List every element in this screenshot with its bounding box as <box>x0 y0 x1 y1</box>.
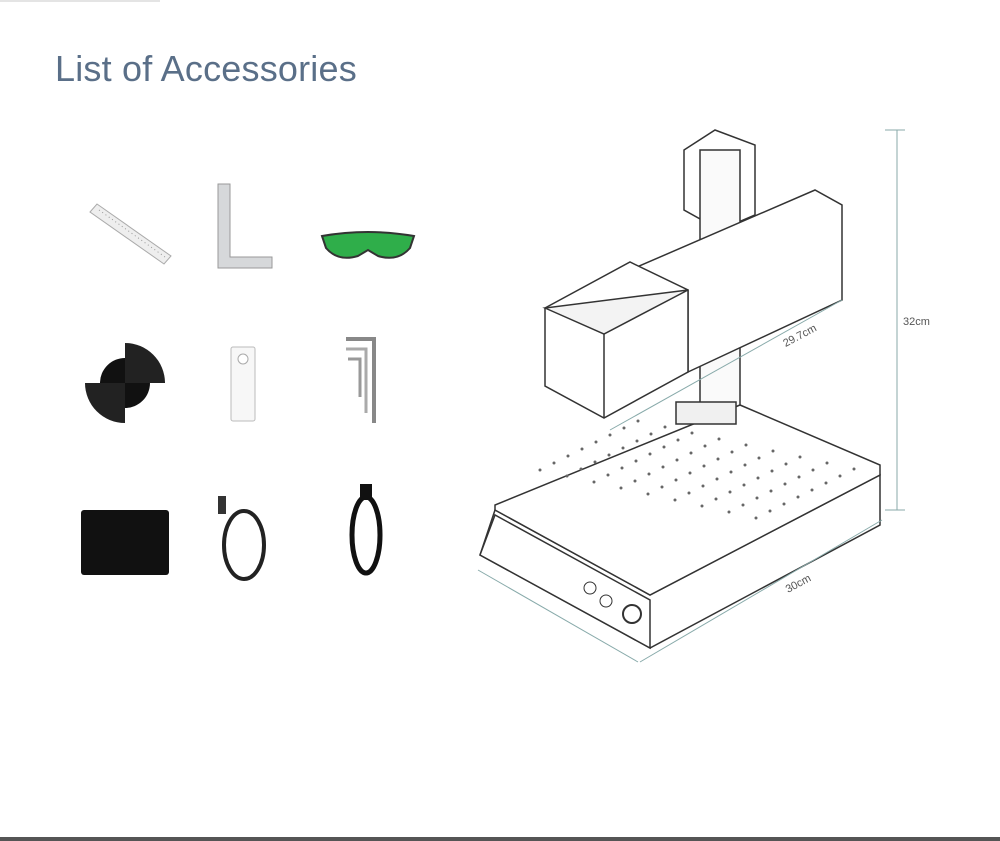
table-hole <box>633 479 637 483</box>
table-hole <box>824 481 828 485</box>
table-hole <box>674 478 678 482</box>
table-hole <box>607 453 611 457</box>
usb-cable-icon <box>218 496 266 581</box>
laser-marking-machine-icon <box>477 129 905 663</box>
table-hole <box>852 467 856 471</box>
table-hole <box>798 455 802 459</box>
table-hole <box>687 491 691 495</box>
table-hole <box>608 433 612 437</box>
table-hole <box>689 451 693 455</box>
table-hole <box>622 426 626 430</box>
table-hole <box>579 467 583 471</box>
table-hole <box>649 432 653 436</box>
page-title: List of Accessories <box>55 48 357 89</box>
table-hole <box>647 472 651 476</box>
table-hole <box>769 489 773 493</box>
table-hole <box>566 454 570 458</box>
table-hole <box>634 459 638 463</box>
l-square-icon <box>217 183 273 269</box>
table-hole <box>592 480 596 484</box>
table-hole <box>715 477 719 481</box>
table-hole <box>593 460 597 464</box>
black-plate-icon <box>81 510 169 575</box>
fan-disc-icon <box>85 343 165 423</box>
table-hole <box>648 452 652 456</box>
table-hole <box>716 457 720 461</box>
table-hole <box>744 443 748 447</box>
hex-keys-icon <box>346 337 376 423</box>
bottom-divider <box>0 837 1000 841</box>
table-hole <box>606 473 610 477</box>
table-hole <box>743 463 747 467</box>
table-hole <box>728 490 732 494</box>
table-hole <box>782 502 786 506</box>
table-hole <box>702 464 706 468</box>
table-hole <box>756 476 760 480</box>
table-hole <box>662 445 666 449</box>
table-hole <box>714 497 718 501</box>
table-hole <box>742 483 746 487</box>
table-hole <box>552 461 556 465</box>
table-hole <box>594 440 598 444</box>
table-hole <box>619 486 623 490</box>
table-hole <box>673 498 677 502</box>
table-hole <box>770 469 774 473</box>
table-hole <box>757 456 761 460</box>
table-hole <box>796 495 800 499</box>
table-hole <box>783 482 787 486</box>
safety-goggles-icon <box>320 231 416 259</box>
table-hole <box>703 444 707 448</box>
table-hole <box>717 437 721 441</box>
table-hole <box>646 492 650 496</box>
table-hole <box>636 419 640 423</box>
table-hole <box>621 446 625 450</box>
ruler-icon <box>89 203 172 265</box>
table-hole <box>660 485 664 489</box>
table-hole <box>700 504 704 508</box>
table-hole <box>620 466 624 470</box>
top-divider <box>0 0 160 2</box>
table-hole <box>635 439 639 443</box>
table-hole <box>538 468 542 472</box>
table-hole <box>565 474 569 478</box>
table-hole <box>838 474 842 478</box>
table-hole <box>811 468 815 472</box>
table-hole <box>661 465 665 469</box>
table-hole <box>690 431 694 435</box>
table-hole <box>771 449 775 453</box>
height-dimension: 32cm <box>903 316 930 328</box>
table-hole <box>730 450 734 454</box>
table-hole <box>810 488 814 492</box>
table-hole <box>727 510 731 514</box>
table-hole <box>784 462 788 466</box>
table-hole <box>754 516 758 520</box>
table-hole <box>688 471 692 475</box>
table-hole <box>580 447 584 451</box>
table-hole <box>729 470 733 474</box>
power-cord-icon <box>349 484 383 576</box>
table-hole <box>825 461 829 465</box>
table-hole <box>797 475 801 479</box>
table-hole <box>755 496 759 500</box>
table-hole <box>741 503 745 507</box>
focus-plate-icon <box>230 346 256 422</box>
table-hole <box>676 438 680 442</box>
table-hole <box>663 425 667 429</box>
table-hole <box>675 458 679 462</box>
table-hole <box>768 509 772 513</box>
table-hole <box>701 484 705 488</box>
